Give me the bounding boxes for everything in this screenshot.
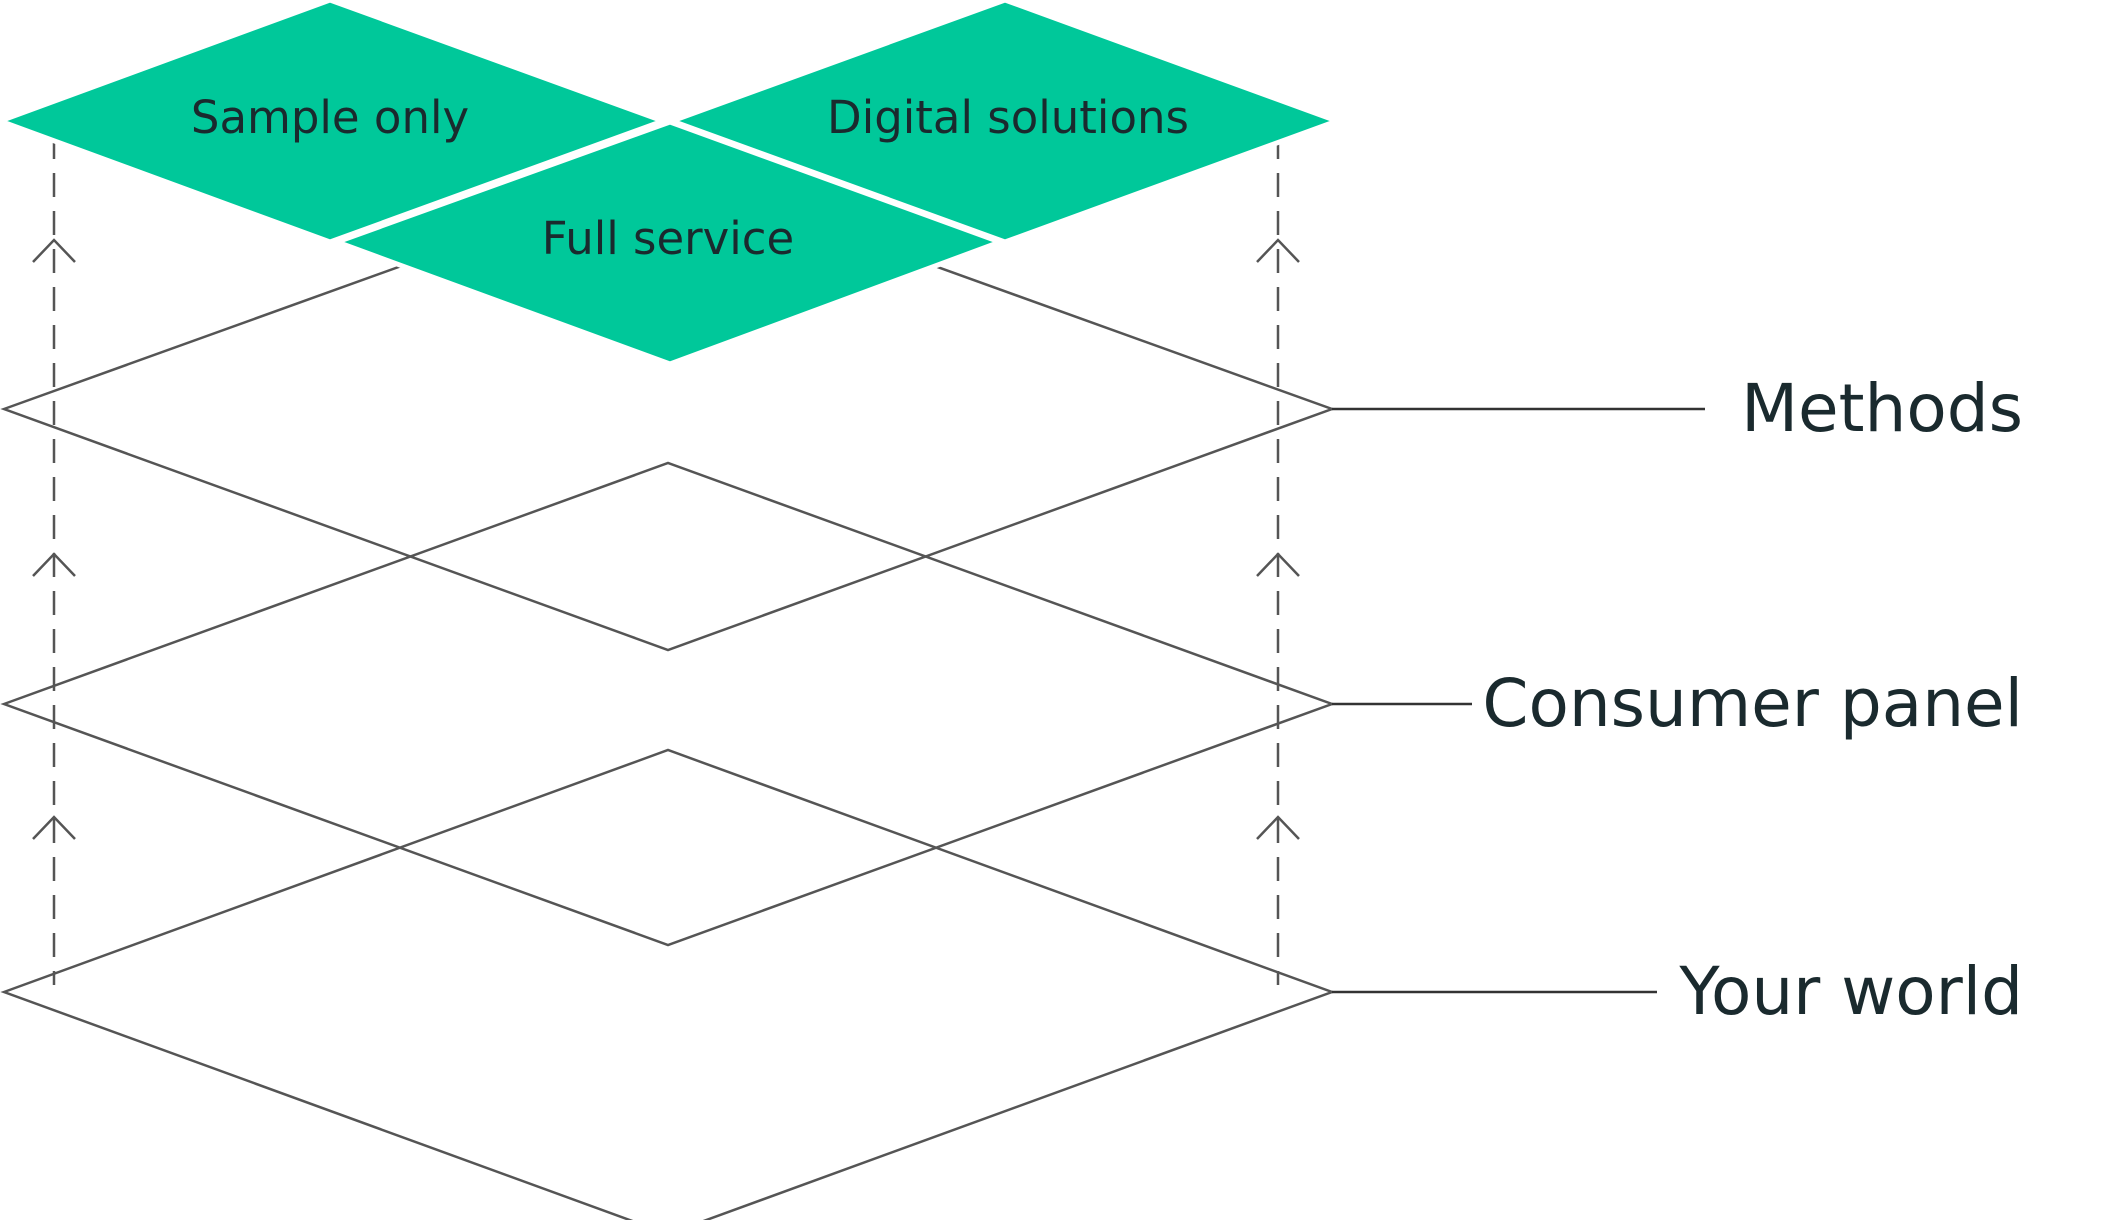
layer-methods: Methods (0, 168, 2023, 652)
upward-arrows (32, 238, 1300, 840)
your-world-label: Your world (1678, 953, 2023, 1030)
consumer-panel-plane (0, 461, 1336, 947)
tile-full-service (329, 119, 1008, 367)
tile-digital-solutions-label: Digital solutions (827, 91, 1189, 144)
consumer-panel-label: Consumer panel (1482, 665, 2023, 742)
tile-sample-only-label: Sample only (191, 91, 469, 144)
your-world-plane (0, 748, 1336, 1220)
methods-label: Methods (1741, 370, 2023, 447)
chevron-up-icon (1256, 238, 1300, 263)
chevron-up-icon (1256, 552, 1300, 577)
chevron-up-icon (1256, 815, 1300, 840)
dashed-guides (52, 135, 1280, 985)
chevron-up-icon (32, 238, 76, 263)
layer-consumer-panel: Consumer panel (0, 461, 2023, 947)
chevron-up-icon (32, 815, 76, 840)
method-tiles: Sample only Digital solutions Full servi… (0, 0, 1345, 367)
chevron-up-icon (32, 552, 76, 577)
tile-sample-only (0, 0, 671, 245)
tile-full-service-label: Full service (542, 212, 794, 265)
layer-your-world: Your world (0, 748, 2023, 1220)
